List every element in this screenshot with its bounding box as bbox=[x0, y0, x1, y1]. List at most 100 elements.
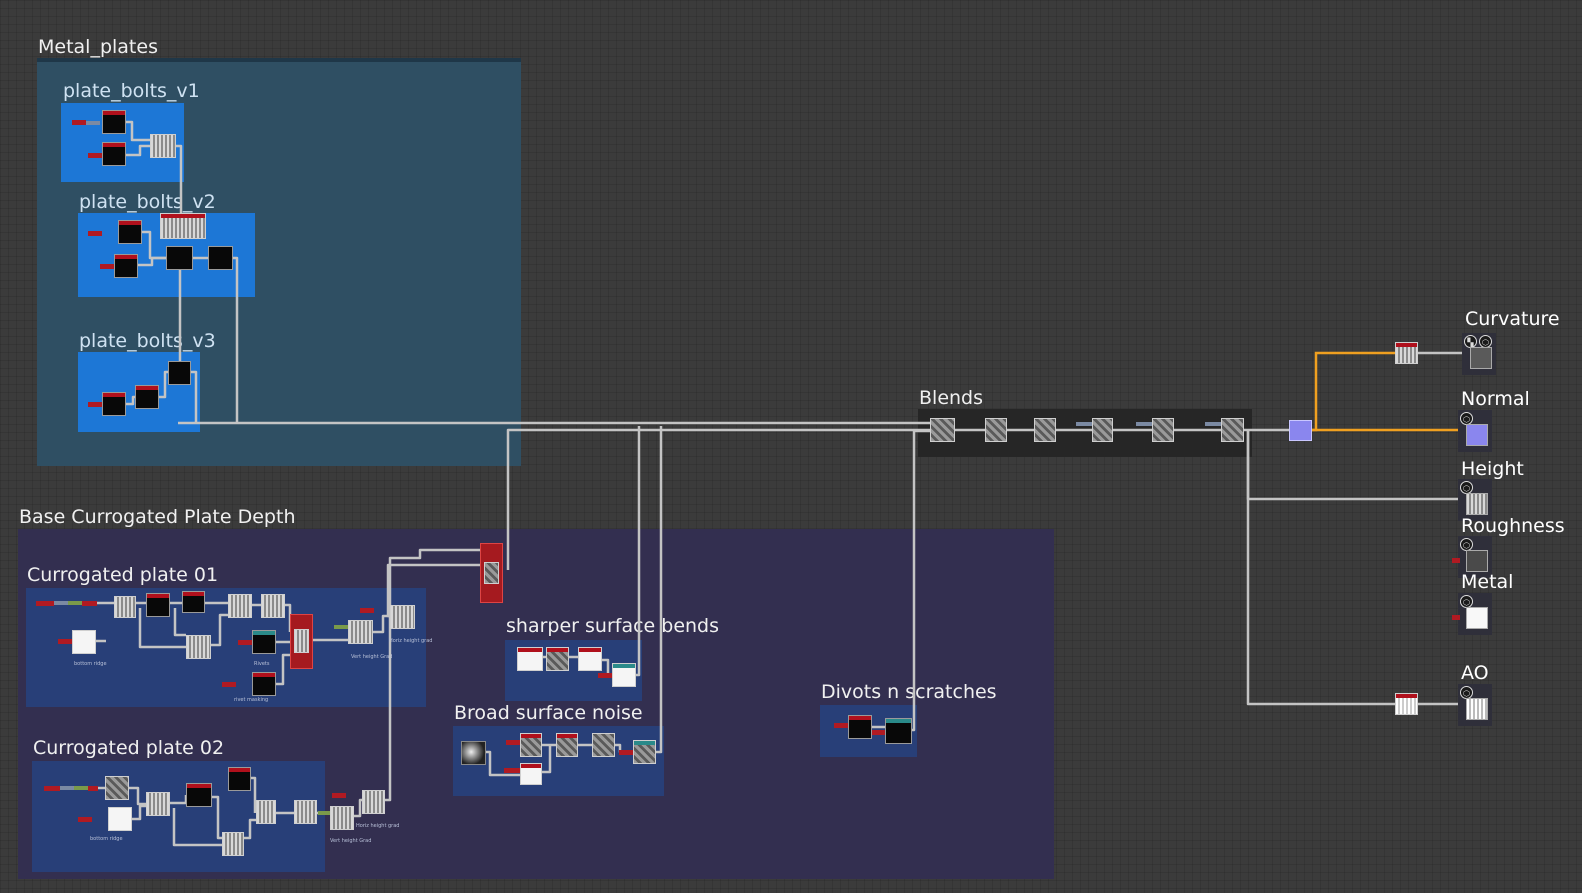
node-input-port[interactable] bbox=[1076, 422, 1092, 426]
node-input-port[interactable] bbox=[60, 786, 74, 790]
node-input-port[interactable] bbox=[598, 673, 612, 678]
node-input-port[interactable] bbox=[834, 723, 848, 728]
graph-node[interactable] bbox=[118, 220, 142, 244]
graph-node[interactable] bbox=[330, 806, 354, 830]
graph-node[interactable] bbox=[612, 663, 636, 687]
node-input-port[interactable] bbox=[88, 231, 102, 236]
node-input-port[interactable] bbox=[334, 625, 348, 629]
graph-node[interactable] bbox=[520, 763, 542, 785]
graph-node[interactable] bbox=[252, 630, 276, 654]
node-input-port[interactable] bbox=[504, 768, 520, 773]
node-input-port[interactable] bbox=[222, 682, 236, 687]
graph-node[interactable] bbox=[556, 733, 578, 757]
graph-node[interactable] bbox=[146, 792, 170, 816]
graph-node-curvature[interactable] bbox=[1395, 342, 1418, 364]
output-node[interactable]: ⬡ bbox=[1452, 536, 1492, 578]
node-input-port[interactable] bbox=[360, 608, 374, 613]
output-node[interactable]: ⬡ bbox=[1458, 479, 1492, 521]
node-input-port[interactable] bbox=[44, 786, 60, 791]
node-input-port[interactable] bbox=[58, 639, 72, 644]
node-input-port[interactable] bbox=[82, 601, 97, 606]
graph-node[interactable] bbox=[150, 134, 176, 158]
graph-node[interactable] bbox=[885, 718, 912, 744]
graph-node-blend[interactable] bbox=[1221, 418, 1244, 442]
node-input-port[interactable] bbox=[1136, 422, 1152, 426]
graph-node[interactable] bbox=[72, 630, 96, 654]
graph-node[interactable] bbox=[114, 254, 138, 278]
wire bbox=[486, 750, 520, 777]
frame-body-plate-02[interactable] bbox=[32, 761, 325, 872]
graph-node[interactable] bbox=[222, 832, 244, 856]
graph-node[interactable] bbox=[252, 672, 276, 696]
graph-node-blend[interactable] bbox=[985, 418, 1007, 442]
graph-node[interactable] bbox=[102, 142, 126, 166]
node-input-port[interactable] bbox=[86, 121, 100, 125]
node-input-port[interactable] bbox=[68, 601, 82, 605]
graph-node[interactable] bbox=[114, 596, 136, 618]
graph-node[interactable] bbox=[848, 715, 872, 739]
graph-node[interactable] bbox=[102, 392, 126, 416]
graph-node[interactable] bbox=[546, 647, 569, 671]
node-input-port[interactable] bbox=[36, 601, 54, 606]
graph-node[interactable] bbox=[182, 591, 205, 613]
graph-node-blend[interactable] bbox=[930, 418, 955, 442]
node-header bbox=[1396, 694, 1417, 698]
graph-node[interactable] bbox=[108, 807, 132, 831]
graph-node-blend[interactable] bbox=[290, 614, 313, 669]
output-node[interactable]: ⬡ bbox=[1452, 593, 1492, 635]
node-input-port[interactable] bbox=[1452, 615, 1460, 620]
node-input-port[interactable] bbox=[88, 153, 102, 158]
graph-node[interactable] bbox=[166, 246, 193, 270]
output-node[interactable]: ▚ ⬡ bbox=[1462, 333, 1496, 375]
node-input-port[interactable] bbox=[88, 402, 102, 407]
graph-node[interactable] bbox=[578, 647, 602, 671]
graph-node[interactable] bbox=[146, 593, 170, 617]
graph-node[interactable] bbox=[261, 594, 285, 618]
graph-node-blend[interactable] bbox=[1092, 418, 1113, 442]
graph-node[interactable] bbox=[160, 213, 206, 239]
graph-node[interactable] bbox=[135, 385, 159, 409]
frame-body-blends[interactable] bbox=[918, 409, 1252, 457]
node-input-port[interactable] bbox=[1452, 558, 1460, 563]
graph-node[interactable] bbox=[633, 740, 656, 764]
graph-node-blend[interactable] bbox=[1034, 418, 1056, 442]
node-input-port[interactable] bbox=[318, 811, 330, 815]
graph-node[interactable] bbox=[461, 741, 486, 765]
graph-node[interactable] bbox=[102, 110, 126, 134]
node-input-port[interactable] bbox=[619, 750, 633, 755]
graph-node[interactable] bbox=[362, 790, 385, 814]
output-node[interactable]: ⬡ bbox=[1458, 684, 1492, 726]
graph-node[interactable] bbox=[105, 776, 129, 800]
graph-node[interactable] bbox=[592, 733, 615, 757]
graph-node[interactable] bbox=[228, 767, 251, 791]
output-node[interactable]: ⬡ bbox=[1458, 410, 1492, 452]
node-input-port[interactable] bbox=[74, 786, 88, 790]
graph-node[interactable] bbox=[186, 635, 211, 659]
node-input-port[interactable] bbox=[332, 793, 346, 798]
graph-node[interactable] bbox=[186, 783, 212, 807]
graph-node[interactable] bbox=[208, 246, 233, 270]
graph-node[interactable] bbox=[256, 800, 276, 824]
graph-node-normal[interactable] bbox=[1289, 420, 1312, 441]
graph-node[interactable] bbox=[520, 733, 542, 757]
output-thumbnail bbox=[1466, 607, 1488, 629]
node-input-port[interactable] bbox=[872, 730, 885, 735]
node-input-port[interactable] bbox=[100, 264, 114, 269]
node-input-port[interactable] bbox=[72, 120, 86, 125]
node-input-port[interactable] bbox=[54, 601, 68, 605]
graph-node[interactable] bbox=[168, 361, 191, 385]
node-input-port[interactable] bbox=[78, 817, 92, 822]
graph-node[interactable] bbox=[228, 594, 252, 618]
graph-node[interactable] bbox=[517, 647, 543, 671]
graph-node[interactable] bbox=[390, 605, 415, 629]
node-input-port[interactable] bbox=[506, 740, 520, 745]
graph-node-blend[interactable] bbox=[480, 543, 503, 603]
graph-node-ao[interactable] bbox=[1395, 693, 1418, 715]
graph-node-blend[interactable] bbox=[1152, 418, 1174, 442]
graph-node[interactable] bbox=[348, 620, 373, 644]
node-input-port[interactable] bbox=[88, 786, 98, 791]
node-input-port[interactable] bbox=[238, 640, 252, 645]
node-input-port[interactable] bbox=[1205, 422, 1221, 426]
graph-node[interactable] bbox=[294, 800, 317, 824]
